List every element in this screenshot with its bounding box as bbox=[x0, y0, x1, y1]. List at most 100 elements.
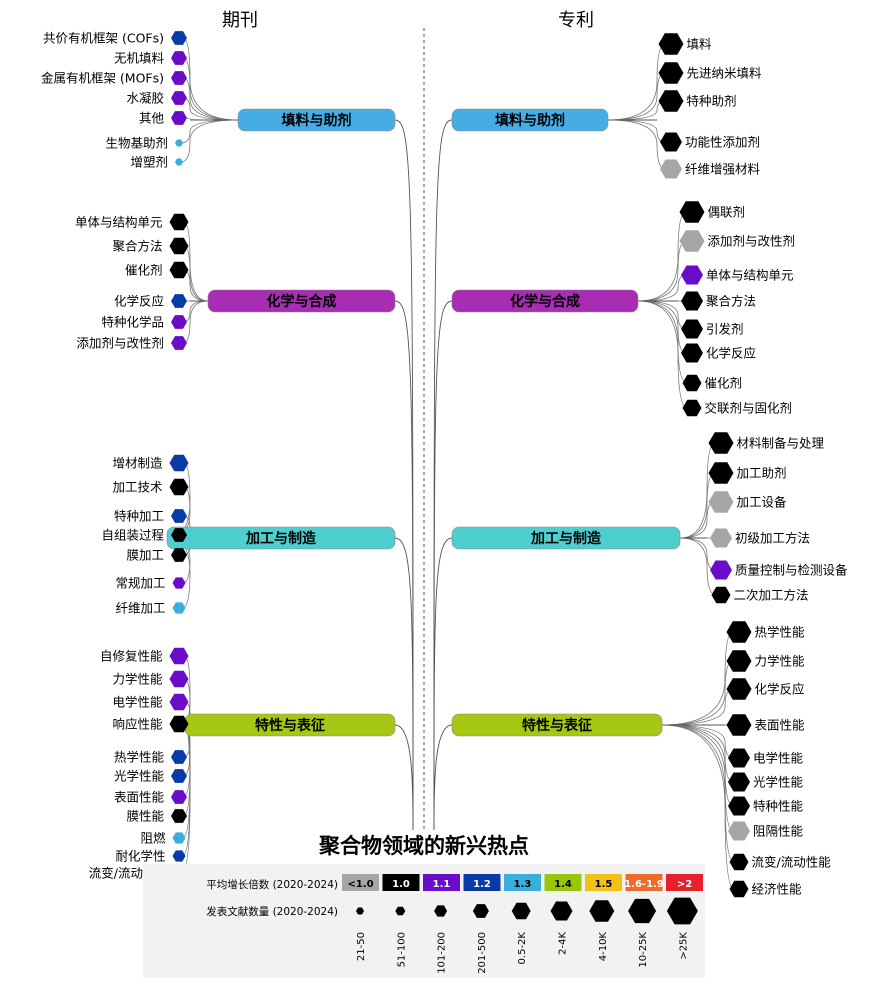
topic-hexagon bbox=[175, 158, 183, 166]
topic-label: 添加剂与改性剂 bbox=[708, 234, 796, 249]
topic-label: 无机填料 bbox=[114, 51, 165, 66]
branch-line bbox=[661, 724, 735, 890]
topic-label: 化学反应 bbox=[755, 682, 805, 697]
branch-line bbox=[183, 221, 209, 302]
branch-line bbox=[607, 119, 666, 170]
trunk-line bbox=[433, 537, 453, 831]
topic-label: 电学性能 bbox=[753, 751, 804, 766]
branch-line bbox=[637, 240, 686, 302]
count-hexagon bbox=[628, 898, 657, 924]
topic-label: 特种性能 bbox=[753, 799, 804, 814]
topic-label: 化学反应 bbox=[706, 346, 756, 361]
topic-hexagon bbox=[171, 809, 187, 823]
topic-hexagon bbox=[172, 832, 186, 844]
branch-line bbox=[607, 43, 665, 121]
category-journal-4: 特性与表征自修复性能力学性能电学性能响应性能热学性能光学性能表面性能膜性能阻燃耐… bbox=[89, 647, 396, 881]
trunk-line bbox=[394, 300, 414, 831]
branch-line bbox=[661, 660, 733, 726]
branch-line bbox=[183, 245, 209, 302]
growth-swatch-label: 1.5 bbox=[595, 879, 613, 890]
count-bin-label: 0.5-2K bbox=[517, 932, 528, 965]
topic-hexagon bbox=[169, 478, 189, 496]
growth-swatch bbox=[342, 874, 379, 891]
branch-line bbox=[182, 37, 239, 121]
topic-hexagon bbox=[728, 821, 750, 841]
topic-label: 表面性能 bbox=[114, 790, 165, 805]
topic-label: 其他 bbox=[139, 111, 165, 126]
topic-label: 常规加工 bbox=[115, 576, 165, 591]
topic-label: 初级加工方法 bbox=[735, 531, 810, 546]
topic-hexagon bbox=[171, 51, 187, 65]
topic-hexagon bbox=[175, 139, 183, 147]
topic-label: 材料制备与处理 bbox=[737, 436, 825, 451]
branch-line bbox=[679, 537, 717, 596]
count-bin-label: 21-50 bbox=[356, 932, 367, 961]
branch-line bbox=[637, 300, 688, 384]
topic-hexagon bbox=[171, 71, 187, 85]
topic-hexagon bbox=[171, 294, 187, 308]
topic-hexagon bbox=[171, 750, 187, 764]
topic-hexagon bbox=[169, 693, 189, 711]
topic-label: 力学性能 bbox=[755, 654, 806, 669]
topic-label: 生物基助剂 bbox=[105, 136, 168, 151]
topic-label: 二次加工方法 bbox=[734, 588, 809, 603]
trunk-line bbox=[433, 300, 453, 831]
growth-swatch bbox=[463, 874, 501, 891]
topic-label: 水凝胶 bbox=[126, 91, 164, 106]
category-label: 填料与助剂 bbox=[282, 112, 352, 129]
topic-label: 引发剂 bbox=[706, 322, 744, 337]
topic-label: 金属有机框架 (MOFs) bbox=[41, 71, 164, 86]
topic-label: 单体与结构单元 bbox=[75, 215, 163, 230]
category-pill bbox=[166, 526, 396, 550]
category-patent-2: 化学与合成偶联剂添加剂与改性剂单体与结构单元聚合方法引发剂化学反应催化剂交联剂与… bbox=[451, 201, 796, 417]
topic-hexagon bbox=[172, 602, 186, 614]
category-label: 特性与表征 bbox=[255, 717, 325, 734]
count-hexagon bbox=[511, 902, 531, 920]
topic-hexagon bbox=[679, 230, 705, 252]
topic-hexagon bbox=[710, 560, 732, 580]
branch-line bbox=[637, 300, 688, 409]
category-label: 特性与表征 bbox=[522, 717, 592, 734]
topic-label: 填料 bbox=[687, 37, 713, 52]
growth-swatch-label: >2 bbox=[677, 879, 692, 890]
topic-hexagon bbox=[708, 462, 734, 484]
patents-tree: 填料与助剂填料先进纳米填料特种助剂功能性添加剂纤维增强材料化学与合成偶联剂添加剂… bbox=[451, 33, 848, 898]
topic-label: 膜加工 bbox=[126, 548, 164, 563]
topic-label: 响应性能 bbox=[112, 717, 163, 732]
category-label: 加工与制造 bbox=[245, 530, 316, 547]
topic-hexagon bbox=[682, 399, 702, 417]
topic-hexagon bbox=[726, 714, 752, 736]
category-pill bbox=[451, 108, 609, 132]
category-pill bbox=[451, 713, 663, 737]
topic-hexagon bbox=[729, 880, 749, 898]
count-hexagon bbox=[356, 907, 364, 915]
growth-swatch bbox=[585, 874, 622, 891]
trunk-line bbox=[394, 537, 414, 831]
count-hexagon bbox=[666, 897, 698, 925]
growth-swatch bbox=[382, 874, 420, 891]
topic-hexagon bbox=[169, 261, 189, 279]
topic-hexagon bbox=[171, 548, 187, 562]
branch-line bbox=[661, 724, 734, 832]
topic-hexagon bbox=[171, 528, 187, 542]
topic-hexagon bbox=[171, 769, 187, 783]
topic-label: 单体与结构单元 bbox=[706, 268, 794, 283]
topic-label: 增塑剂 bbox=[130, 155, 168, 170]
category-pill bbox=[451, 526, 681, 550]
topic-hexagon bbox=[169, 237, 189, 255]
count-hexagon bbox=[550, 901, 573, 921]
topic-hexagon bbox=[171, 336, 187, 350]
topic-label: 力学性能 bbox=[112, 672, 163, 687]
topic-hexagon bbox=[679, 201, 705, 223]
topic-label: 共价有机框架 (COFs) bbox=[43, 31, 164, 46]
topic-hexagon bbox=[660, 132, 682, 152]
topic-label: 纤维加工 bbox=[115, 601, 165, 616]
topic-hexagon bbox=[169, 715, 189, 733]
topic-hexagon bbox=[660, 159, 682, 179]
branch-line bbox=[182, 77, 239, 121]
growth-swatch bbox=[666, 874, 703, 891]
